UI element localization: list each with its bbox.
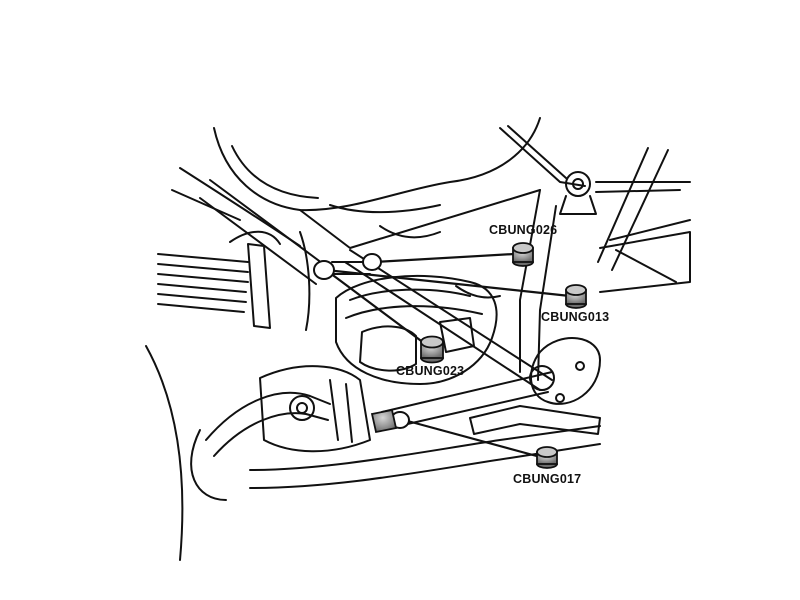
bung-017-icon [536, 446, 558, 469]
pivot-bolt-1 [575, 361, 585, 371]
subframe-rail-1 [499, 127, 586, 187]
main-spar-left [209, 179, 327, 267]
upper-tube-a [179, 167, 301, 247]
rear-tube-3 [609, 219, 691, 241]
subframe-upper-2 [595, 189, 681, 193]
pivot-bolt-2 [555, 393, 565, 403]
main-spar-left-2 [199, 197, 317, 285]
tank-inner [231, 145, 319, 199]
frame-lower-rail [381, 371, 553, 413]
cooler-fin-5 [157, 293, 247, 303]
mount-eye [565, 171, 591, 197]
frame-vert-2 [537, 205, 557, 381]
cooler-pipe [229, 230, 281, 245]
frame-diag-1 [349, 249, 553, 381]
part-label-cbung017: CBUNG017 [513, 472, 582, 486]
mount-tab [559, 195, 597, 215]
front-wheel-arc [145, 345, 184, 561]
frame-lower-rail-2 [389, 391, 549, 429]
engine-rib-1 [329, 379, 339, 441]
rear-cross [599, 231, 691, 293]
rear-brace [615, 249, 677, 283]
bung-023-icon [420, 335, 444, 364]
frame-diag-2 [344, 261, 541, 391]
cooler-fin-1 [157, 253, 249, 263]
hose-3 [299, 231, 311, 331]
exhaust-main-2 [249, 443, 601, 489]
engine-block [259, 365, 371, 453]
exhaust-pipe-outer [205, 392, 331, 441]
part-label-cbung013: CBUNG013 [541, 310, 610, 324]
part-label-cbung023: CBUNG023 [396, 364, 465, 378]
head-fin-2 [345, 305, 483, 319]
rear-tube-1 [597, 147, 649, 263]
leader-026 [372, 252, 516, 264]
exhaust-pipe-inner [213, 412, 329, 457]
leader-lines [324, 252, 572, 460]
bung-026-icon [512, 242, 534, 267]
cooler-fin-4 [157, 283, 247, 293]
cooler-fin-6 [157, 303, 245, 313]
upper-tube-b [171, 189, 241, 221]
leader-013 [324, 268, 572, 298]
bung-013-icon [565, 284, 587, 309]
main-spar-top [299, 189, 541, 249]
leader-017 [402, 418, 546, 460]
part-label-cbung026: CBUNG026 [489, 223, 558, 237]
frame-line-art [145, 117, 691, 561]
tank-outline [213, 117, 541, 212]
hose-1 [379, 225, 441, 239]
hose-2 [455, 285, 501, 299]
head-detail [439, 317, 475, 353]
frame-vert-1 [519, 189, 541, 373]
subframe-rail-2 [507, 125, 567, 179]
installed-bung-017 [370, 408, 398, 434]
rear-tube-2 [611, 149, 669, 271]
mount-eye-inner [572, 178, 584, 190]
frame-hole-main [313, 260, 335, 280]
engine-plug [289, 395, 315, 421]
pivot-hole [529, 365, 555, 391]
leader-023 [324, 268, 430, 348]
frame-hole-026 [362, 253, 382, 271]
cooler-side [247, 243, 271, 329]
engine-rib-2 [345, 383, 353, 443]
cylinder-head [335, 274, 498, 385]
head-cover [359, 325, 417, 372]
exhaust-bend [190, 429, 227, 501]
head-fin-1 [349, 288, 471, 301]
engine-plug-inner [296, 402, 308, 414]
seat-edge [329, 204, 441, 214]
cooler-fin-2 [157, 263, 249, 273]
footpeg-bracket [469, 405, 601, 435]
cooler-fin-3 [157, 273, 249, 283]
exhaust-main-1 [249, 425, 601, 471]
